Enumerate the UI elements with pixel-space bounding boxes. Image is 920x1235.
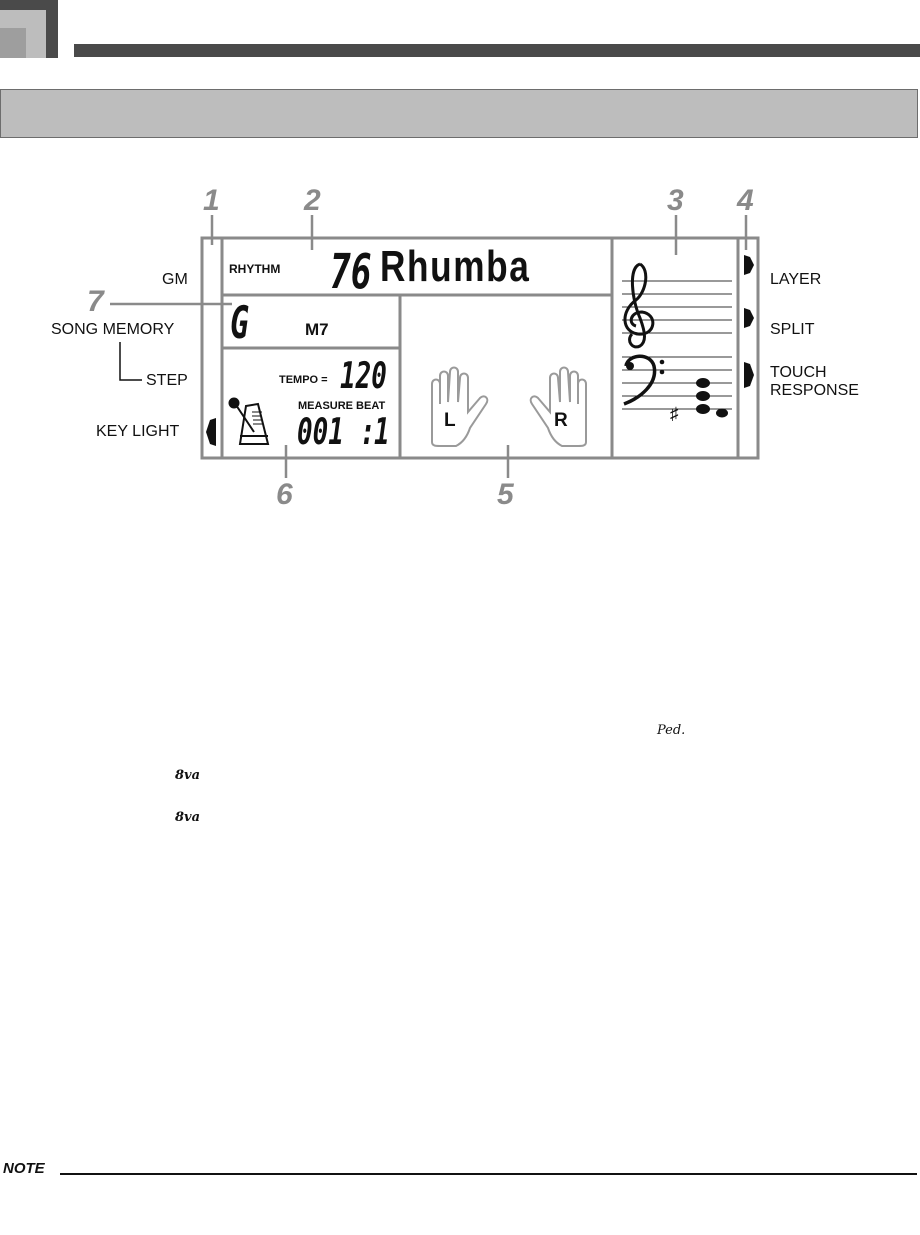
layer-label: LAYER	[770, 271, 822, 288]
left-hand-icon	[431, 366, 489, 447]
metronome-icon	[228, 397, 270, 445]
callout-7: 7	[87, 285, 104, 318]
callout-5: 5	[497, 478, 514, 511]
chord-root: G	[230, 298, 250, 349]
response-label: RESPONSE	[770, 382, 859, 399]
song-memory-label: SONG MEMORY	[51, 321, 175, 338]
octave-symbol-2: 8va	[175, 810, 201, 825]
rhythm-label: RHYTHM	[229, 262, 281, 276]
header-corner-mid	[0, 28, 26, 58]
lcd-display-diagram	[110, 215, 760, 478]
callout-6: 6	[276, 478, 293, 511]
key-light-indicator	[206, 418, 216, 446]
sharp-symbol: ♯	[670, 404, 679, 423]
note-label: NOTE	[3, 1160, 45, 1177]
left-hand-label: L	[444, 410, 456, 431]
right-hand-label: R	[554, 410, 568, 431]
chord-notes	[696, 378, 728, 418]
key-light-label: KEY LIGHT	[96, 423, 180, 440]
callout-leaders	[110, 215, 748, 478]
step-bracket	[119, 342, 142, 381]
tempo-value: 120	[340, 356, 387, 397]
chord-type: M7	[305, 320, 329, 339]
measure-value: 001	[297, 412, 344, 453]
lcd-frame	[200, 236, 760, 460]
callout-4: 4	[737, 184, 754, 217]
touch-response-indicator	[744, 362, 754, 388]
tempo-label: TEMPO =	[279, 374, 328, 386]
right-hand-icon	[529, 366, 587, 447]
rhythm-number: 76	[330, 244, 372, 300]
treble-clef-icon	[623, 262, 655, 349]
note-rule	[60, 1173, 917, 1175]
gm-label: GM	[162, 271, 188, 288]
note-head	[696, 404, 710, 414]
beat-separator: :	[360, 412, 376, 453]
split-indicator	[744, 308, 754, 328]
music-staff	[622, 280, 732, 410]
note-head	[716, 408, 728, 418]
bass-clef-icon	[623, 354, 665, 406]
layer-indicator	[744, 255, 754, 275]
header-bar	[74, 44, 920, 57]
split-label: SPLIT	[770, 321, 815, 338]
right-indicators	[744, 255, 754, 388]
note-head	[696, 391, 710, 401]
measure-beat-label: MEASURE BEAT	[298, 400, 386, 412]
section-title-box	[0, 89, 918, 138]
step-label: STEP	[146, 372, 188, 389]
octave-symbol-1: 8va	[175, 768, 201, 783]
callout-1: 1	[203, 184, 220, 217]
rhythm-name: Rhumba	[380, 242, 531, 291]
pedal-symbol: Ped.	[657, 723, 686, 738]
callout-3: 3	[667, 184, 684, 217]
beat-value: 1	[374, 412, 390, 453]
touch-label: TOUCH	[770, 364, 827, 381]
callout-2: 2	[304, 184, 321, 217]
note-head	[696, 378, 710, 388]
